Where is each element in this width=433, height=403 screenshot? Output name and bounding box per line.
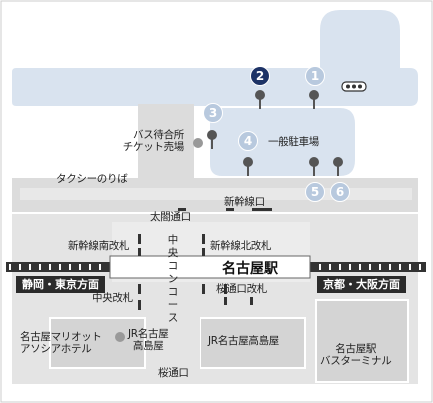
bus-icon	[341, 81, 367, 92]
bus-terminal-line1: 名古屋駅	[335, 343, 377, 355]
jr-takashimaya-small-line2: 高島屋	[132, 340, 164, 353]
station-name: 名古屋駅	[222, 261, 278, 277]
sakura-gate-label: 桜通口改札	[216, 283, 267, 295]
jr-takashimaya-label: JR名古屋高島屋	[208, 335, 279, 347]
station-name-box	[109, 255, 311, 279]
central-gate-label: 中央改札	[92, 292, 133, 304]
shinkansen-line-exit-label: 新幹線口	[224, 196, 265, 208]
marriott-label: 名古屋マリオット アソシアホテル	[20, 331, 102, 355]
central-road	[138, 104, 194, 184]
dot-marker-icon	[115, 332, 125, 342]
shinkansen-south-gate-label: 新幹線南改札	[68, 240, 130, 252]
bus-terminal-line2: バスターミナル	[320, 355, 392, 368]
bus-stop-5-badge: 5	[305, 182, 325, 202]
parking-label: 一般駐車場	[268, 136, 319, 148]
bus-stop-1-badge: 1	[305, 66, 325, 86]
bus-terminal-label: 名古屋駅 バスターミナル	[320, 343, 392, 368]
bus-stop-2-badge: 2	[250, 66, 270, 86]
jr-takashimaya-small-line1: JR名古屋	[128, 328, 169, 340]
marriott-block	[49, 317, 146, 369]
bus-stop-marker-icon	[255, 90, 265, 109]
marriott-line1: 名古屋マリオット	[20, 331, 102, 343]
takashimaya-block	[199, 317, 306, 369]
bus-terminal-block	[315, 299, 409, 383]
bus-stop-marker-icon	[309, 157, 319, 176]
dot-marker-icon	[193, 138, 203, 148]
sakura-exit-label: 桜通口	[158, 367, 189, 379]
jr-takashimaya-small-label: JR名古屋 高島屋	[128, 328, 169, 353]
sakura-road	[180, 294, 200, 384]
bus-stop-markers	[207, 90, 343, 176]
rail-ties	[9, 264, 421, 270]
taxi-label: タクシーのりば	[56, 173, 128, 185]
bus-stop-6-badge: 6	[330, 182, 350, 202]
bus-ticket-office-line1: バス待合所	[133, 129, 184, 141]
bus-stop-4-badge: 4	[238, 131, 258, 151]
bus-stop-marker-icon	[243, 157, 253, 176]
taiko-exit-label: 太閤通口	[150, 211, 191, 223]
marriott-line2: アソシアホテル	[20, 343, 92, 356]
bus-ticket-office-line2: チケット売場	[122, 141, 185, 154]
direction-left: 静岡・東京方面	[16, 276, 105, 293]
bus-stop-marker-icon	[309, 90, 319, 109]
bus-stop-marker-icon	[333, 157, 343, 176]
bus-ticket-office-label: バス待合所 チケット売場	[104, 129, 185, 154]
bus-stop-marker-icon	[207, 130, 217, 149]
central-concourse-label: 中央コンコース	[167, 234, 179, 325]
central-concourse-text: 中央コンコース	[167, 234, 179, 324]
bus-stop-3-badge: 3	[203, 103, 223, 123]
taxi-road-inner	[20, 188, 412, 200]
shinkansen-north-gate-label: 新幹線北改札	[210, 240, 272, 252]
gate-markers	[138, 208, 272, 310]
direction-right: 京都・大阪方面	[317, 276, 406, 293]
